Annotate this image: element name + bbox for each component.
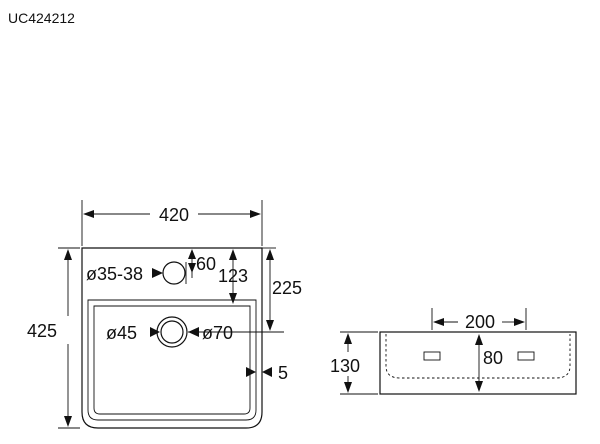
height-arrow-bottom	[344, 382, 352, 393]
width-arrow-left	[83, 210, 94, 218]
width-label: 420	[159, 205, 189, 225]
height-arrow-top	[344, 333, 352, 344]
basin-outer-outline	[81, 247, 263, 429]
drain-outer-label: ø70	[202, 323, 233, 343]
tap-center-arrow-bottom	[229, 293, 237, 304]
depth-label: 425	[27, 321, 57, 341]
tap-center-label: 123	[218, 266, 248, 286]
tap-offset-label: 60	[196, 254, 216, 274]
drain-inner-arrow	[150, 327, 160, 337]
depth-arrow-bottom	[64, 416, 72, 427]
side-bowl-hidden-line	[385, 334, 571, 379]
bowl-inner-rim	[93, 305, 251, 415]
tap-hole-label: ø35-38	[86, 264, 143, 284]
fixing-height-arrow-top	[475, 334, 483, 345]
width-arrow-right	[250, 210, 261, 218]
drain-inner-label: ø45	[106, 323, 137, 343]
fixing-hole-left	[423, 351, 441, 361]
tap-center-arrow-top	[229, 249, 237, 260]
rim-arrow-right	[262, 367, 272, 377]
height-label: 130	[330, 356, 360, 376]
drain-outer-arrow	[188, 327, 199, 337]
model-code: UC424212	[8, 10, 75, 26]
rim-label: 5	[278, 363, 288, 383]
tap-hole	[162, 261, 186, 285]
basin-side-view: 200 130 80	[330, 308, 577, 395]
spacing-arrow-left	[433, 318, 444, 326]
rim-arrow-left	[246, 367, 256, 377]
depth-arrow-top	[64, 249, 72, 260]
fixing-height-label: 80	[483, 348, 503, 368]
drain-offset-arrow-top	[266, 249, 274, 260]
tap-offset-arrow-top	[188, 249, 196, 259]
drain-offset-label: 225	[272, 278, 302, 298]
tap-offset-arrow-bottom	[188, 263, 196, 273]
drain-inner	[160, 320, 184, 344]
basin-top-view: 420 425 ø35-38 60 123 225 ø45 ø	[27, 200, 302, 429]
spacing-label: 200	[465, 312, 495, 332]
fixing-hole-right	[517, 351, 535, 361]
side-outline	[379, 331, 577, 395]
tap-hole-arrow	[152, 268, 163, 278]
basin-bowl-outline	[87, 299, 257, 421]
fixing-height-arrow-bottom	[475, 381, 483, 392]
drain-offset-arrow-bottom	[266, 320, 274, 331]
spacing-arrow-right	[514, 318, 525, 326]
